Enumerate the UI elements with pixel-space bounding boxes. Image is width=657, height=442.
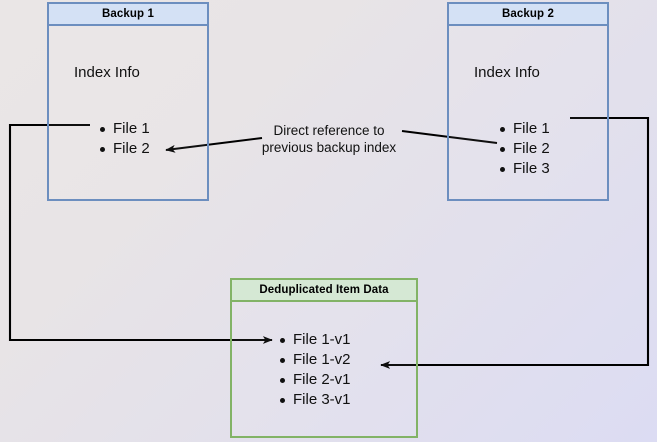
backup-1-header: Backup 1 <box>49 4 207 26</box>
list-item: File 1 <box>96 119 150 139</box>
list-item: File 3 <box>496 159 550 179</box>
deduplicated-item-data-box[interactable]: Deduplicated Item Data File 1-v1 File 1-… <box>230 278 418 438</box>
direct-reference-note-line-2: previous backup index <box>261 140 397 155</box>
backup-2-header: Backup 2 <box>449 4 607 26</box>
list-item: File 1-v2 <box>276 350 351 370</box>
backup-1-file-list: File 1 File 2 <box>96 119 150 159</box>
backup-1-box[interactable]: Backup 1 Index Info File 1 File 2 <box>47 2 209 201</box>
backup-2-subtitle: Index Info <box>474 64 540 81</box>
direct-reference-note: Direct reference to previous backup inde… <box>249 122 409 156</box>
list-item: File 2-v1 <box>276 370 351 390</box>
direct-reference-note-line-1: Direct reference to <box>273 123 385 138</box>
backup-1-body: Index Info File 1 File 2 <box>49 26 207 199</box>
list-item: File 3-v1 <box>276 390 351 410</box>
list-item: File 1 <box>496 119 550 139</box>
list-item: File 2 <box>96 139 150 159</box>
backup-2-body: Index Info File 1 File 2 File 3 <box>449 26 607 199</box>
list-item: File 2 <box>496 139 550 159</box>
backup-2-file-list: File 1 File 2 File 3 <box>496 119 550 179</box>
list-item: File 1-v1 <box>276 330 351 350</box>
deduplicated-item-data-header: Deduplicated Item Data <box>232 280 416 302</box>
backup-1-subtitle: Index Info <box>74 64 140 81</box>
deduplicated-file-list: File 1-v1 File 1-v2 File 2-v1 File 3-v1 <box>276 330 351 410</box>
deduplicated-item-data-body: File 1-v1 File 1-v2 File 2-v1 File 3-v1 <box>232 302 416 436</box>
backup-2-box[interactable]: Backup 2 Index Info File 1 File 2 File 3 <box>447 2 609 201</box>
